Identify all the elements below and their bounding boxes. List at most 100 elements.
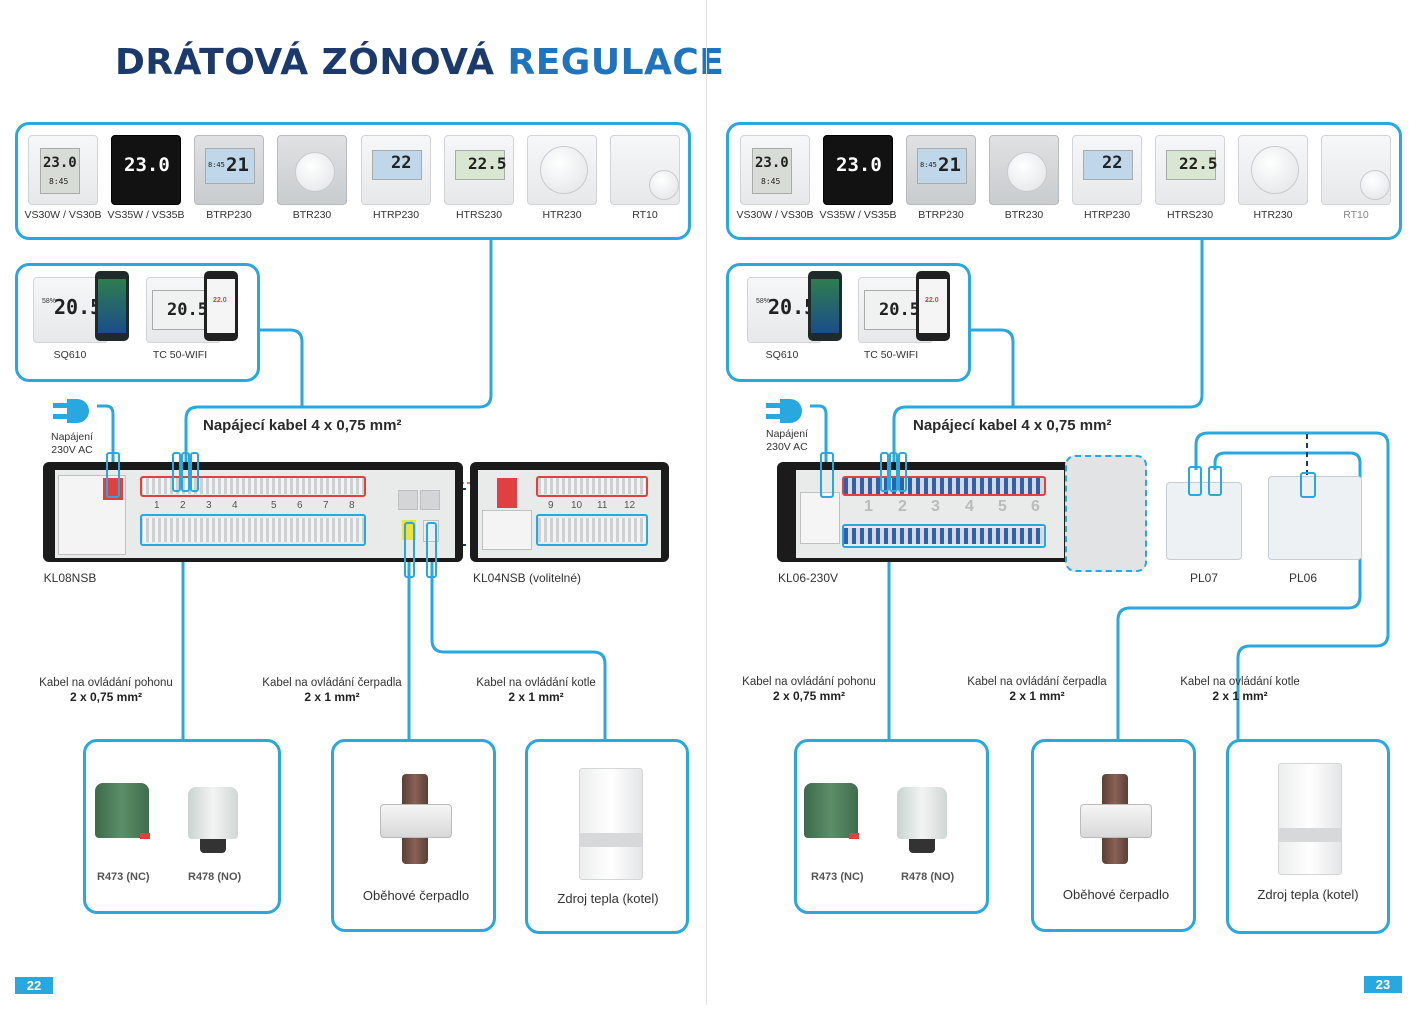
lcd-readout: 23.0	[43, 155, 77, 171]
thermostat-label: VS35W / VS35B	[107, 209, 185, 221]
cable-spec: 2 x 1 mm²	[508, 690, 564, 704]
zone-number: 2	[180, 500, 186, 511]
thermostat-vs35-image: 23.0	[111, 135, 181, 205]
zone-number: 6	[297, 500, 303, 511]
cable-name: Kabel na ovládání čerpadla	[967, 676, 1107, 688]
lcd-readout: 20.5	[879, 300, 920, 320]
thermostat-terminals-extension	[536, 476, 648, 497]
cable-name: Kabel na ovládání pohonu	[39, 677, 173, 689]
power-label: Napájení 230V AC	[766, 428, 808, 454]
title-part-1: DRÁTOVÁ ZÓNOVÁ	[115, 42, 495, 83]
thermostat-label: HTRP230	[1083, 209, 1131, 221]
zone-number: 1	[864, 498, 873, 515]
thermostat-label: VS30W / VS30B	[736, 209, 814, 221]
page-number-left: 22	[15, 977, 53, 994]
lcd-readout: 20.5	[167, 300, 208, 320]
page-divider	[706, 0, 707, 1005]
thermostat-label: BTRP230	[918, 209, 964, 221]
zone-number: 1	[154, 500, 160, 511]
phone-icon	[95, 271, 129, 341]
title-part-2: REGULACE	[507, 42, 725, 83]
thermostat-btr230-image	[989, 135, 1059, 205]
zone-number: 5	[271, 500, 277, 511]
actuator-nc-image	[804, 783, 858, 838]
power-label-line2: 230V AC	[766, 441, 808, 453]
wifi-thermostat-label: TC 50-WIFI	[863, 349, 919, 361]
boiler-image	[1278, 763, 1342, 875]
lcd-readout: 22.0	[213, 297, 227, 304]
lcd-readout: 22.0	[925, 297, 939, 304]
lcd-readout: 8:45	[208, 161, 225, 169]
thermostat-vs35-image: 23.0	[823, 135, 893, 205]
thermostat-label: HTRS230	[455, 209, 503, 221]
strip-label-kl04nsb: KL04NSB (volitelné)	[472, 571, 582, 585]
lcd-readout: 22	[1102, 153, 1123, 173]
lcd-readout: 22	[391, 153, 412, 173]
plug-icon	[766, 399, 802, 423]
lcd-readout: 23.0	[836, 154, 882, 176]
pump-image	[1080, 774, 1152, 864]
cable-spec: 2 x 1 mm²	[304, 690, 360, 704]
thermostat-htrs230-image: 22.5	[1155, 135, 1225, 205]
lcd-readout: 58%	[756, 298, 771, 305]
actuator-label: R478 (NO)	[901, 871, 955, 883]
actuator-nc-image	[95, 783, 149, 838]
boiler-label: Zdroj tepla (kotel)	[1257, 887, 1359, 902]
main-cable-label: Napájecí kabel 4 x 0,75 mm²	[203, 417, 402, 434]
thermostat-label: BTRP230	[206, 209, 252, 221]
zone-number: 12	[624, 500, 636, 511]
cable-spec: 2 x 0,75 mm²	[772, 689, 846, 703]
strip-label-kl08nsb: KL08NSB	[43, 571, 97, 585]
lcd-readout: 22.5	[468, 154, 507, 173]
thermostat-label: BTR230	[292, 209, 332, 221]
zone-number: 2	[898, 498, 907, 515]
zone-number: 5	[998, 498, 1007, 515]
zone-number: 3	[206, 500, 212, 511]
actuator-label: R473 (NC)	[811, 871, 864, 883]
thermostat-vs30-image: 23.0 8:45	[28, 135, 98, 205]
zone-number: 11	[597, 500, 608, 511]
page-number-right: 23	[1364, 976, 1402, 993]
thermostat-terminals-left	[140, 476, 366, 497]
actuator-label: R473 (NC)	[97, 871, 150, 883]
thermostat-label: VS35W / VS35B	[819, 209, 897, 221]
cable-spec: 2 x 1 mm²	[1212, 689, 1268, 703]
thermostat-label: HTRP230	[372, 209, 420, 221]
actuator-terminals-left	[140, 514, 366, 546]
zone-number: 9	[548, 500, 554, 511]
actuator-no-image	[897, 787, 947, 839]
plug-icon	[53, 399, 89, 423]
thermostat-htrp230-image: 22	[361, 135, 431, 205]
pump-label: Oběhové čerpadlo	[362, 888, 470, 903]
lcd-readout: 21	[226, 154, 249, 176]
thermostat-btr230-image	[277, 135, 347, 205]
thermostat-label: RT10	[632, 209, 658, 221]
thermostat-terminals-kl06	[842, 476, 1046, 496]
cable-label-pump-left: Kabel na ovládání čerpadla 2 x 1 mm²	[262, 676, 401, 705]
lcd-readout: 23.0	[755, 155, 789, 171]
pump-label: Oběhové čerpadlo	[1062, 887, 1170, 902]
wifi-thermostat-label: TC 50-WIFI	[152, 349, 208, 361]
kl06-power-module	[800, 492, 840, 544]
lcd-readout: 20.5	[54, 295, 103, 319]
power-label-line1: Napájení	[50, 431, 94, 443]
cable-spec: 2 x 0,75 mm²	[69, 690, 143, 704]
actuator-label: R478 (NO)	[188, 871, 242, 883]
zone-number: 4	[965, 498, 974, 515]
lcd-readout: 21	[938, 154, 961, 176]
cable-label-actuator-left: Kabel na ovládání pohonu 2 x 0,75 mm²	[39, 676, 173, 705]
zone-number: 3	[931, 498, 940, 515]
phone-icon: 22.0	[916, 271, 950, 341]
thermostat-label: HTRS230	[1166, 209, 1214, 221]
lcd-readout: 8:45	[920, 161, 937, 169]
lcd-readout: 8:45	[49, 177, 69, 186]
power-label: Napájení 230V AC	[51, 431, 93, 457]
wifi-thermostat-label: SQ610	[765, 349, 799, 361]
zone-number: 8	[349, 500, 355, 511]
zone-number: 6	[1031, 498, 1040, 515]
zone-number: 4	[232, 500, 238, 511]
actuator-terminals-kl06	[842, 524, 1046, 548]
cable-name: Kabel na ovládání kotle	[1180, 676, 1300, 688]
